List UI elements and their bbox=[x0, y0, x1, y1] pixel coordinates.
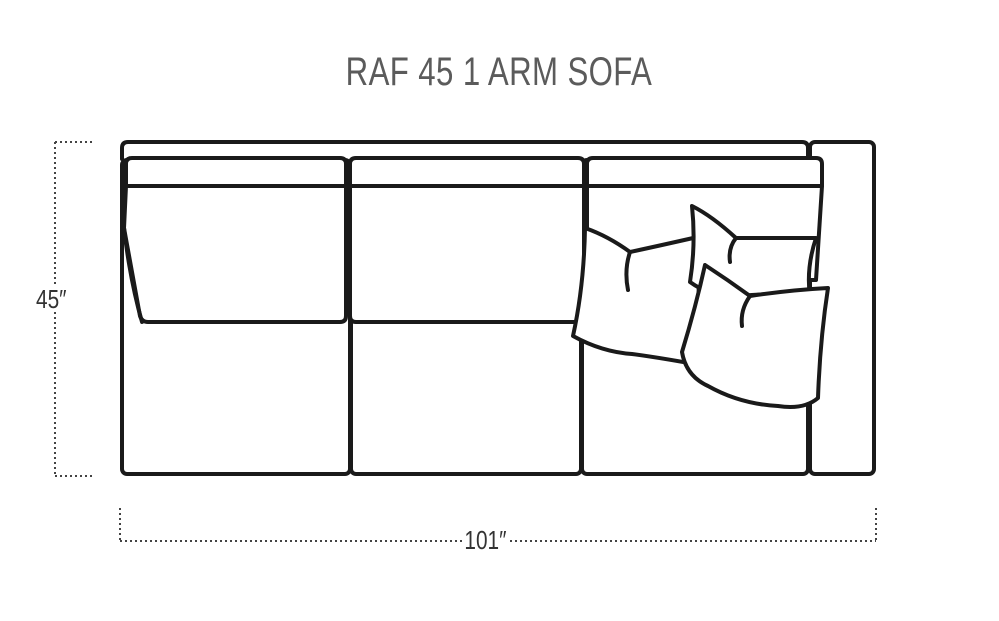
throw-pillow-2-pinch bbox=[727, 236, 738, 264]
throw-pillow-1-pinch bbox=[624, 250, 632, 292]
diagram-title: RAF 45 1 ARM SOFA bbox=[345, 50, 653, 94]
height-dimension-label: 45″ bbox=[36, 284, 67, 314]
back-cushion-top-middle bbox=[348, 156, 586, 188]
back-cushion-left bbox=[122, 184, 348, 324]
throw-pillow-3 bbox=[680, 263, 830, 409]
back-cushion-middle bbox=[348, 184, 586, 324]
width-dimension-label: 101″ bbox=[462, 527, 509, 553]
back-cushion-top-left bbox=[124, 156, 348, 188]
sofa-back-frame bbox=[120, 140, 810, 162]
width-dimension-line bbox=[119, 508, 877, 542]
throw-pillow-3-pinch bbox=[739, 294, 752, 328]
back-cushion-top-right bbox=[585, 156, 824, 188]
left-edge-detail bbox=[122, 226, 144, 324]
